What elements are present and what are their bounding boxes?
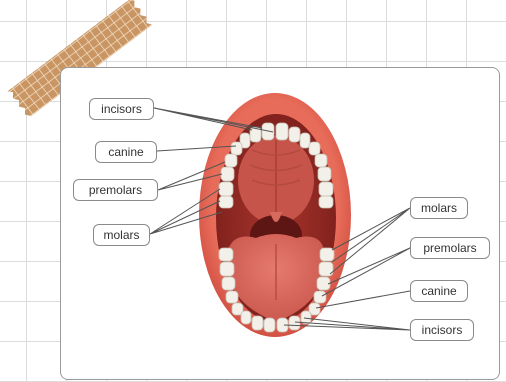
label-left-canine: canine [95,141,157,163]
label-left-premolars: premolars [73,179,158,201]
label-left-incisors: incisors [89,98,154,120]
label-right-canine: canine [410,280,468,302]
label-right-premolars: premolars [410,237,490,259]
label-right-molars: molars [410,197,468,219]
label-left-molars: molars [93,224,150,246]
label-right-incisors: incisors [410,319,474,341]
